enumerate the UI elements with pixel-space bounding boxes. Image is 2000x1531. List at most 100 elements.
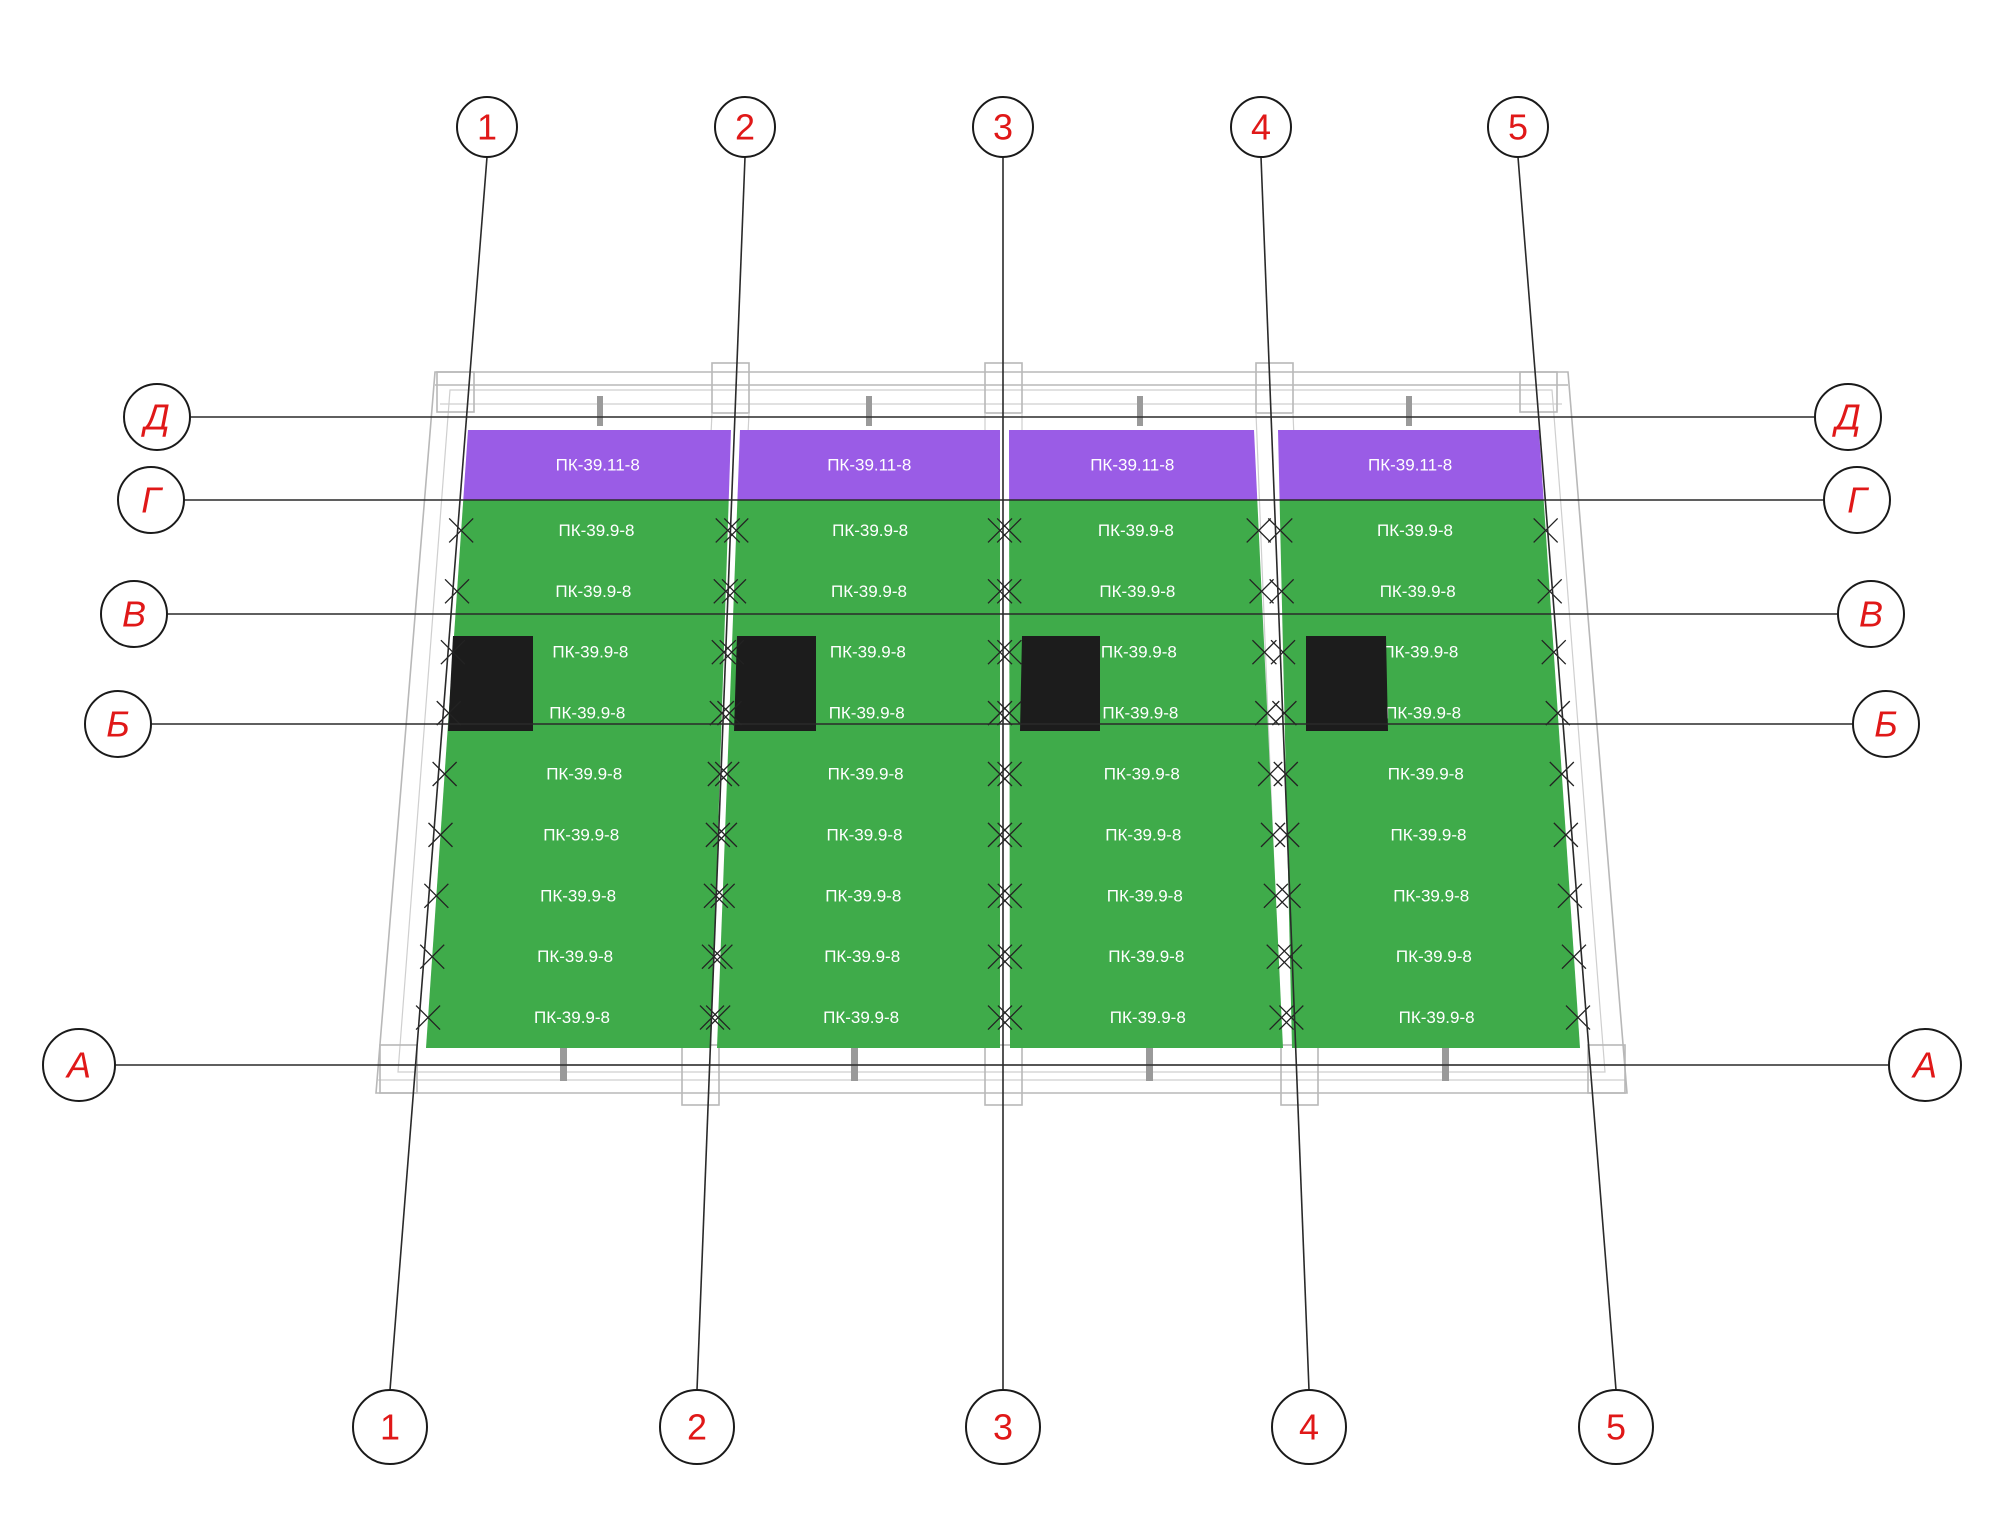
slab-top-label-bay-4: ПК-39.11-8 <box>1368 456 1452 475</box>
support-mark-bay-2-left-7 <box>710 883 736 909</box>
support-mark-bay-2-left-9 <box>705 1005 731 1031</box>
support-mark-bay-4-left-9 <box>1278 1005 1304 1031</box>
slab-label-bay-4-row-9: ПК-39.9-8 <box>1399 1008 1475 1027</box>
support-mark-bay-1-right-2 <box>713 578 739 604</box>
support-mark-bay-3-left-9 <box>997 1005 1023 1031</box>
slab-top-bay-4 <box>1278 430 1544 500</box>
slab-label-bay-1-row-6: ПК-39.9-8 <box>543 825 619 844</box>
slab-top-label-bay-3: ПК-39.11-8 <box>1090 456 1174 475</box>
opening-bay-2 <box>734 636 816 731</box>
column-axis-4-bottom-bubble <box>1271 1389 1347 1465</box>
row-axis-D-right-bubble <box>1814 383 1882 451</box>
opening-bay-4 <box>1306 636 1388 731</box>
row-axis-D-left-bubble <box>123 383 191 451</box>
column-axis-1-bottom-label: 1 <box>380 1407 400 1448</box>
column-grid-line-1 <box>389 156 488 1391</box>
slab-label-bay-3-row-2: ПК-39.9-8 <box>1099 582 1175 601</box>
support-mark-bay-3-left-1 <box>996 517 1022 543</box>
slab-top-bay-3 <box>1009 430 1258 500</box>
row-axis-B-right-bubble <box>1852 690 1920 758</box>
support-mark-bay-2-right-3 <box>987 639 1013 665</box>
support-mark-bay-1-left-3 <box>440 639 466 665</box>
support-mark-bay-1-right-1 <box>715 517 741 543</box>
support-mark-bay-3-left-2 <box>996 578 1022 604</box>
column-axis-4-bottom-label: 4 <box>1299 1407 1319 1448</box>
slab-label-bay-2-row-1: ПК-39.9-8 <box>832 521 908 540</box>
slab-label-bay-1-row-4: ПК-39.9-8 <box>549 704 625 723</box>
support-mark-bay-2-left-2 <box>721 578 747 604</box>
opening-bay-1 <box>448 636 533 731</box>
support-mark-bay-4-left-1 <box>1267 517 1293 543</box>
support-mark-bay-4-left-8 <box>1277 944 1303 970</box>
column-grid-line-5 <box>1517 156 1617 1391</box>
slab-label-bay-2-row-3: ПК-39.9-8 <box>830 643 906 662</box>
support-mark-bay-2-right-9 <box>987 1005 1013 1031</box>
support-mark-bay-2-right-8 <box>987 944 1013 970</box>
column-grid-line-4 <box>1260 156 1310 1391</box>
support-mark-bay-3-left-7 <box>997 883 1023 909</box>
support-mark-bay-2-right-7 <box>987 883 1013 909</box>
slab-label-bay-4-row-7: ПК-39.9-8 <box>1393 886 1469 905</box>
column-axis-3-bottom-bubble <box>965 1389 1041 1465</box>
slab-label-bay-1-row-9: ПК-39.9-8 <box>534 1008 610 1027</box>
row-axis-V-right-label: В <box>1859 594 1883 635</box>
support-mark-bay-2-left-5 <box>714 761 740 787</box>
row-axis-V-left-label: В <box>122 594 146 635</box>
support-mark-bay-2-right-2 <box>987 578 1013 604</box>
column-axis-3-top-label: 3 <box>993 107 1013 148</box>
support-mark-bay-2-left-6 <box>712 822 738 848</box>
axis-bubbles: 1 2 3 4 5 1 2 3 4 5 Д Г В Б А Д Г <box>42 96 1962 1465</box>
opening-bay-3 <box>1020 636 1100 731</box>
slab-label-bay-2-row-7: ПК-39.9-8 <box>825 886 901 905</box>
slab-top-bay-2 <box>737 430 1000 500</box>
support-mark-bay-4-right-3 <box>1541 639 1567 665</box>
column-axis-1-bottom-bubble <box>352 1389 428 1465</box>
support-mark-bay-2-left-3 <box>719 639 745 665</box>
support-marks <box>415 517 1591 1031</box>
column-axis-2-top-bubble <box>714 96 776 158</box>
column-axis-4-top-bubble <box>1230 96 1292 158</box>
slab-label-bay-2-row-4: ПК-39.9-8 <box>829 704 905 723</box>
slab-label-bay-1-row-8: ПК-39.9-8 <box>537 947 613 966</box>
column-grid-line-2 <box>696 156 746 1391</box>
slab-label-bay-3-row-9: ПК-39.9-8 <box>1110 1008 1186 1027</box>
slab-label-bay-3-row-6: ПК-39.9-8 <box>1105 825 1181 844</box>
slab-label-bay-4-row-4: ПК-39.9-8 <box>1385 704 1461 723</box>
column-axis-5-top-label: 5 <box>1508 107 1528 148</box>
support-mark-bay-3-left-4 <box>996 700 1022 726</box>
slab-label-bay-4-row-5: ПК-39.9-8 <box>1388 765 1464 784</box>
slab-label-bay-4-row-3: ПК-39.9-8 <box>1382 643 1458 662</box>
slab-label-bay-3-row-5: ПК-39.9-8 <box>1104 765 1180 784</box>
support-mark-bay-3-right-9 <box>1269 1005 1295 1031</box>
slab-label-bay-1-row-7: ПК-39.9-8 <box>540 886 616 905</box>
slab-label-bay-2-row-8: ПК-39.9-8 <box>824 947 900 966</box>
column-axis-1-top-bubble <box>456 96 518 158</box>
row-axis-G-left-label: Г <box>141 480 163 521</box>
support-mark-bay-3-right-8 <box>1266 944 1292 970</box>
support-mark-bay-4-right-2 <box>1537 578 1563 604</box>
slab-top-label-bay-1: ПК-39.11-8 <box>556 456 640 475</box>
slab-label-bay-4-row-8: ПК-39.9-8 <box>1396 947 1472 966</box>
column-axis-3-top-bubble <box>972 96 1034 158</box>
row-axis-G-right-bubble <box>1823 466 1891 534</box>
support-mark-bay-3-right-1 <box>1246 517 1272 543</box>
column-axis-1-top-label: 1 <box>477 107 497 148</box>
support-mark-bay-1-right-3 <box>711 639 737 665</box>
slab-label-bay-3-row-4: ПК-39.9-8 <box>1102 704 1178 723</box>
support-mark-bay-4-right-5 <box>1549 761 1575 787</box>
row-axis-B-left-bubble <box>84 690 152 758</box>
support-mark-bay-4-left-2 <box>1269 578 1295 604</box>
support-mark-bay-4-left-7 <box>1276 883 1302 909</box>
support-mark-bay-2-right-1 <box>987 517 1013 543</box>
column-axis-5-bottom-bubble <box>1578 1389 1654 1465</box>
support-mark-bay-2-left-4 <box>717 700 742 726</box>
row-axis-A-left-label: А <box>65 1045 91 1086</box>
row-axis-G-left-bubble <box>117 466 185 534</box>
row-axis-V-left-bubble <box>100 580 168 648</box>
slab-label-bay-4-row-1: ПК-39.9-8 <box>1377 521 1453 540</box>
slab-label-bay-2-row-9: ПК-39.9-8 <box>823 1008 899 1027</box>
row-axis-B-left-label: Б <box>106 704 129 745</box>
support-mark-bay-3-right-4 <box>1254 700 1280 726</box>
support-mark-bay-1-left-2 <box>444 578 470 604</box>
slab-label-bay-4-row-2: ПК-39.9-8 <box>1380 582 1456 601</box>
